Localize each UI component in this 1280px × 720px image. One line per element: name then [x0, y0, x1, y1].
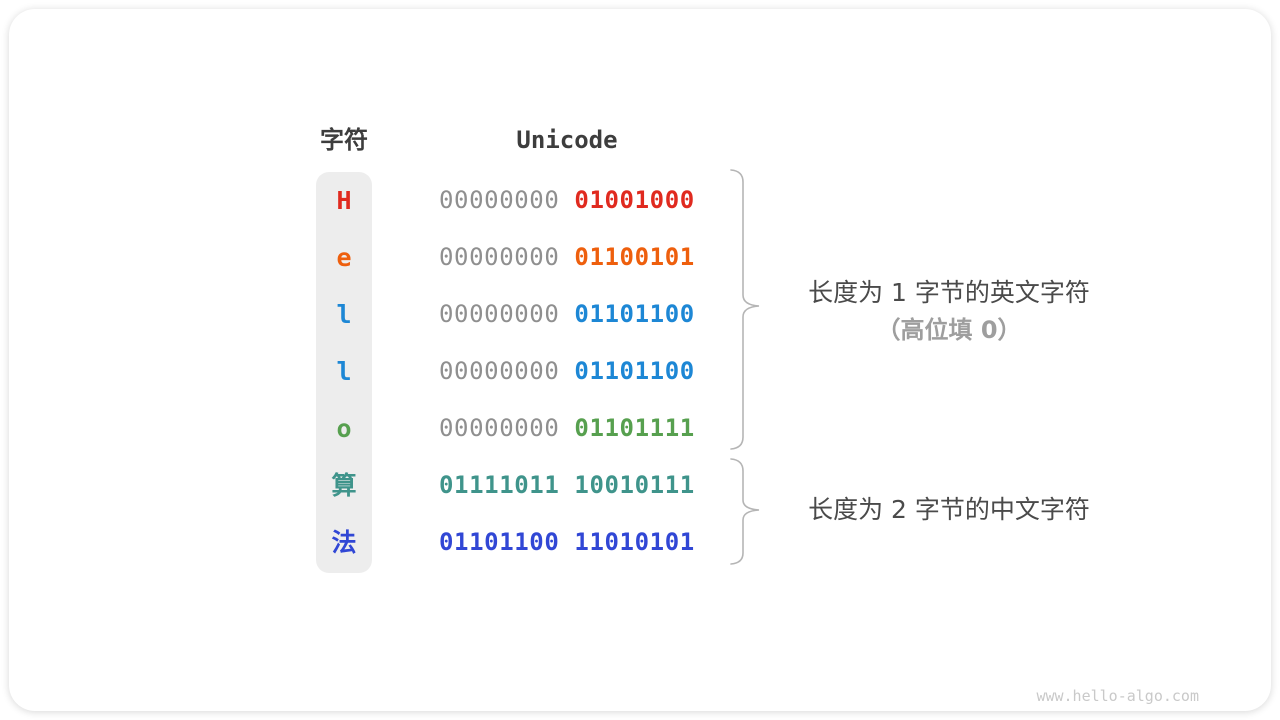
binary-row-H: 00000000 01001000	[439, 172, 739, 229]
binary-row-fa: 01101100 11010101	[439, 514, 739, 571]
character-cell-e: e	[336, 243, 352, 272]
low-byte: 01101111	[574, 414, 695, 442]
annotation-english-chars: 长度为 1 字节的英文字符 （高位填 0）	[779, 279, 1119, 343]
annotation-english-line1: 长度为 1 字节的英文字符	[808, 278, 1090, 307]
annotation-chinese-line1: 长度为 2 字节的中文字符	[808, 495, 1090, 524]
high-byte: 01101100	[439, 528, 560, 556]
low-byte: 10010111	[574, 471, 695, 499]
low-byte: 11010101	[574, 528, 695, 556]
character-cell-o: o	[336, 414, 352, 443]
low-byte: 01101100	[574, 300, 695, 328]
brace-english-group	[730, 169, 760, 450]
low-byte: 01101100	[574, 357, 695, 385]
char-column-header: 字符	[320, 126, 368, 154]
character-cell-l2: l	[336, 357, 352, 386]
character-cell-l1: l	[336, 300, 352, 329]
character-cell-suan: 算	[331, 471, 357, 500]
grouping-braces	[730, 169, 760, 565]
unicode-column-header: Unicode	[516, 126, 618, 154]
binary-row-e: 00000000 01100101	[439, 229, 739, 286]
brace-chinese-group	[730, 458, 760, 565]
low-byte: 01001000	[574, 186, 695, 214]
binary-row-suan: 01111011 10010111	[439, 457, 739, 514]
high-byte: 01111011	[439, 471, 560, 499]
binary-row-l2: 00000000 01101100	[439, 343, 739, 400]
character-column-band	[316, 172, 372, 573]
binary-row-l1: 00000000 01101100	[439, 286, 739, 343]
diagram-card: 字符 Unicode H e l l o 算 法 00000000 0100100…	[9, 9, 1271, 711]
high-byte: 00000000	[439, 186, 560, 214]
annotation-english-line2: （高位填 0）	[876, 316, 1022, 344]
low-byte: 01100101	[574, 243, 695, 271]
high-byte: 00000000	[439, 357, 560, 385]
character-cell-H: H	[336, 186, 352, 215]
watermark-url: www.hello-algo.com	[1036, 687, 1199, 705]
high-byte: 00000000	[439, 300, 560, 328]
annotation-chinese-chars: 长度为 2 字节的中文字符	[779, 496, 1119, 523]
binary-row-o: 00000000 01101111	[439, 400, 739, 457]
high-byte: 00000000	[439, 243, 560, 271]
character-cell-fa: 法	[331, 528, 357, 557]
high-byte: 00000000	[439, 414, 560, 442]
